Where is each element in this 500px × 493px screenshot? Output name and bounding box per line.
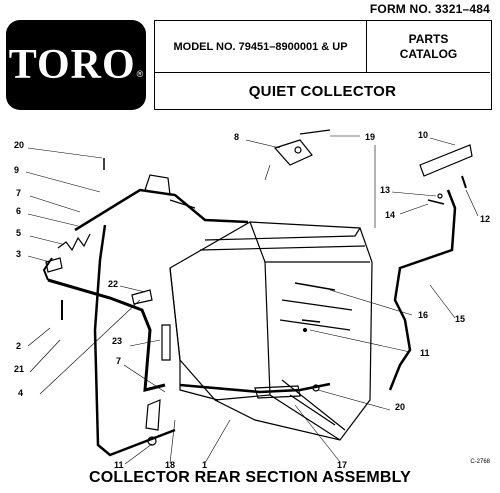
callout-3: 3 [16, 249, 21, 259]
callout-10: 10 [418, 130, 428, 140]
callout-4: 4 [18, 388, 23, 398]
callout-5: 5 [16, 228, 21, 238]
callout-19: 19 [365, 132, 375, 142]
page-title: COLLECTOR REAR SECTION ASSEMBLY [88, 469, 412, 486]
callout-7-lower: 7 [116, 356, 121, 366]
callout-9: 9 [14, 165, 19, 175]
callout-16: 16 [418, 310, 428, 320]
callout-13: 13 [380, 185, 390, 195]
header-box: MODEL NO. 79451–8900001 & UP PARTS CATAL… [154, 20, 492, 110]
callout-17: 17 [337, 460, 347, 470]
callout-1: 1 [202, 460, 207, 470]
leader-lines [25, 135, 479, 465]
callout-8: 8 [234, 132, 239, 142]
catalog-line-1: PARTS [408, 31, 449, 46]
callout-7: 7 [16, 188, 21, 198]
callout-11-right: 11 [420, 348, 430, 358]
callout-11: 11 [114, 460, 124, 470]
logo-text: TORO [8, 42, 136, 88]
callout-6: 6 [16, 206, 21, 216]
model-number: MODEL NO. 79451–8900001 & UP [155, 21, 367, 73]
diagram-drawing [42, 129, 473, 457]
callout-23: 23 [112, 336, 122, 346]
callout-18: 18 [165, 460, 175, 470]
callout-20: 20 [14, 140, 24, 150]
catalog-label: PARTS CATALOG [367, 21, 490, 73]
callout-15: 15 [455, 314, 465, 324]
callout-14: 14 [385, 210, 395, 220]
product-name: QUIET COLLECTOR [248, 82, 397, 100]
toro-logo: TORO ® [6, 20, 146, 110]
callout-2: 2 [16, 341, 21, 351]
callout-21: 21 [14, 364, 24, 374]
callout-12: 12 [480, 214, 490, 224]
callout-20-lower: 20 [395, 402, 405, 412]
exploded-parts-diagram: 20 9 7 6 5 3 2 21 4 22 23 7 11 18 1 17 2… [14, 129, 490, 470]
drawing-code: C-2768 [470, 459, 490, 465]
callout-22: 22 [108, 279, 118, 289]
registered-mark: ® [136, 69, 144, 79]
form-number: FORM NO. 3321–484 [369, 2, 490, 16]
callout-labels: 20 9 7 6 5 3 2 21 4 22 23 7 11 18 1 17 2… [14, 130, 490, 470]
catalog-line-2: CATALOG [399, 46, 458, 61]
